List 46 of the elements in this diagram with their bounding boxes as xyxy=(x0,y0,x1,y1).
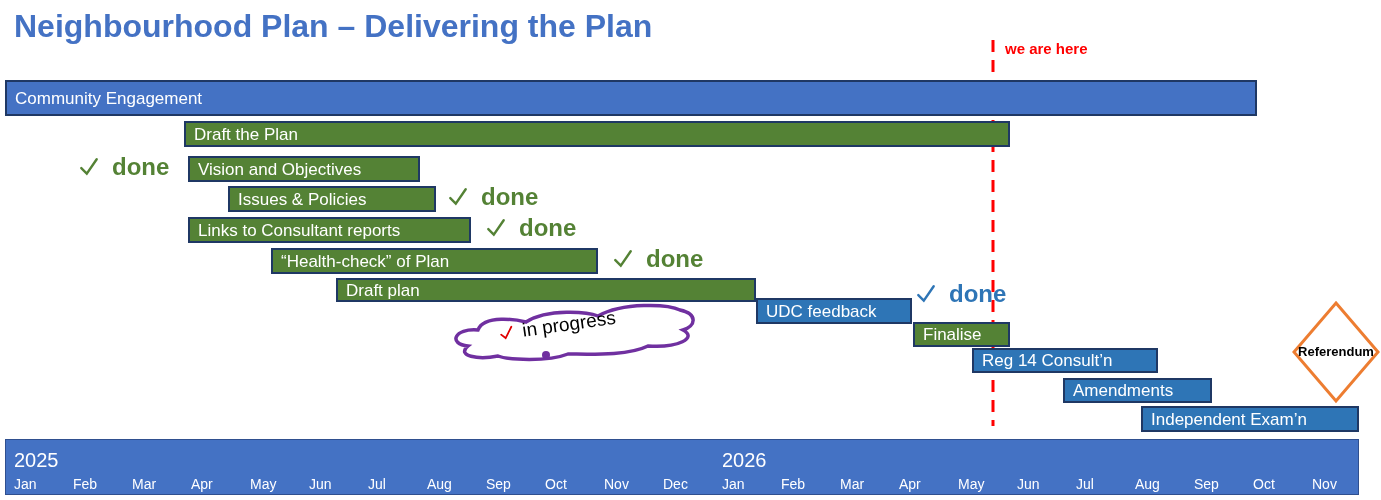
month-label: Aug xyxy=(1135,477,1160,491)
status-text: done xyxy=(646,247,704,271)
month-label: Jun xyxy=(1017,477,1040,491)
month-label: Mar xyxy=(840,477,865,491)
status-text: done xyxy=(949,282,1007,306)
month-label: May xyxy=(958,477,985,491)
milestone-label: Referendum xyxy=(1298,343,1374,362)
status-text: in progress xyxy=(521,307,617,340)
month-label: May xyxy=(250,477,277,491)
status-text: done xyxy=(519,216,577,240)
month-label: Apr xyxy=(191,477,213,491)
today-marker-label: we are here xyxy=(1005,39,1088,59)
month-label: Jul xyxy=(368,477,386,491)
month-label: Jun xyxy=(309,477,332,491)
month-label: Feb xyxy=(781,477,806,491)
month-label: Apr xyxy=(899,477,921,491)
month-label: Oct xyxy=(1253,477,1275,491)
month-label: Aug xyxy=(427,477,452,491)
month-label: Feb xyxy=(73,477,98,491)
task-bar: Vision and Objectives xyxy=(188,156,420,182)
month-label: Dec xyxy=(663,477,688,491)
month-label: Jan xyxy=(722,477,745,491)
task-bar: Draft plan xyxy=(336,278,756,302)
month-label: Oct xyxy=(545,477,567,491)
month-label: Sep xyxy=(1194,477,1219,491)
task-bar: Finalise xyxy=(913,322,1010,347)
month-label: Nov xyxy=(1312,477,1337,491)
task-bar: UDC feedback xyxy=(756,298,912,324)
year-label: 2025 xyxy=(14,450,59,470)
title: Neighbourhood Plan – Delivering the Plan xyxy=(14,7,653,46)
status-text: done xyxy=(481,185,539,209)
task-bar: Amendments xyxy=(1063,378,1212,403)
task-bar: Independent Exam’n xyxy=(1141,406,1359,432)
task-bar: Links to Consultant reports xyxy=(188,217,471,243)
task-bar: Issues & Policies xyxy=(228,186,436,212)
task-bar: Reg 14 Consult’n xyxy=(972,348,1158,373)
status-text: done xyxy=(112,155,170,179)
month-label: Mar xyxy=(132,477,157,491)
month-label: Nov xyxy=(604,477,629,491)
month-label: Sep xyxy=(486,477,511,491)
task-bar: Draft the Plan xyxy=(184,121,1010,147)
year-label: 2026 xyxy=(722,450,767,470)
month-label: Jul xyxy=(1076,477,1094,491)
task-bar: “Health-check” of Plan xyxy=(271,248,598,274)
month-label: Jan xyxy=(14,477,37,491)
task-bar: Community Engagement xyxy=(5,80,1257,116)
